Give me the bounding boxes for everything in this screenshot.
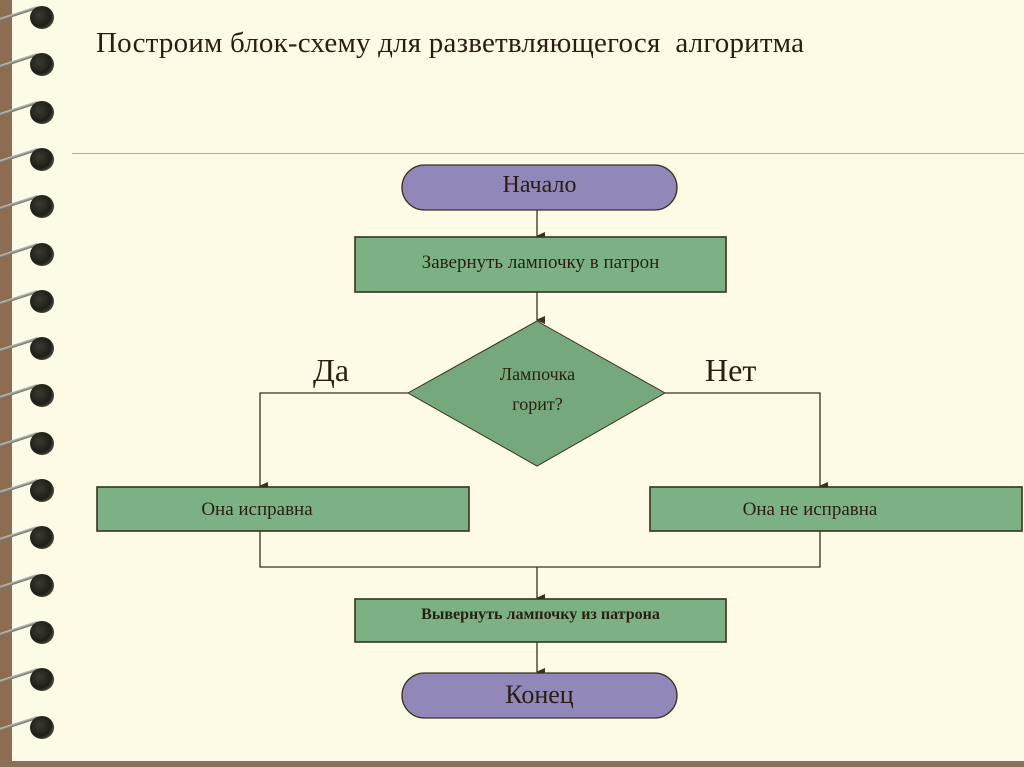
ring-hole bbox=[30, 668, 54, 692]
title-divider bbox=[72, 153, 1024, 154]
ring-hole bbox=[30, 242, 54, 266]
ring-hole bbox=[30, 431, 54, 455]
step1-process-shape bbox=[354, 236, 727, 293]
yes-branch-label: Она исправна bbox=[201, 499, 313, 520]
ring-hole bbox=[30, 573, 54, 597]
ring-hole bbox=[30, 526, 54, 550]
spiral-ring bbox=[0, 526, 56, 550]
ring-hole bbox=[30, 479, 54, 502]
ring-hole bbox=[30, 337, 54, 361]
spiral-ring bbox=[0, 620, 56, 645]
arrow-no-branch bbox=[665, 392, 828, 490]
no-branch-process-shape bbox=[649, 486, 1023, 532]
start-terminal-shape bbox=[401, 164, 678, 211]
ring-hole bbox=[30, 195, 54, 219]
ring-hole bbox=[30, 53, 54, 77]
spiral-ring bbox=[0, 573, 56, 598]
spiral-ring bbox=[0, 5, 56, 30]
yes-label: Да bbox=[313, 352, 350, 388]
final-step-label: Вывернуть лампочку из патрона bbox=[421, 606, 660, 623]
ring-hole bbox=[30, 715, 54, 739]
spiral-ring bbox=[0, 336, 56, 361]
decision-shape bbox=[406, 320, 667, 467]
spiral-ring bbox=[0, 100, 56, 125]
no-branch-label: Она не исправна bbox=[742, 499, 878, 520]
decision-label-line1: Лампочка bbox=[499, 364, 576, 384]
spiral-ring bbox=[0, 147, 56, 172]
final-step-process-shape bbox=[354, 598, 727, 643]
spiral-ring bbox=[0, 667, 56, 692]
ring-hole bbox=[30, 147, 54, 171]
notebook-binding bbox=[0, 0, 12, 767]
ring-hole bbox=[30, 620, 54, 644]
spiral-ring bbox=[0, 289, 56, 314]
start-label: Начало bbox=[502, 172, 577, 198]
no-label: Нет bbox=[705, 352, 757, 388]
merge-line bbox=[259, 531, 821, 568]
end-label: Конец bbox=[505, 680, 574, 709]
spiral-ring bbox=[0, 384, 56, 408]
ring-hole bbox=[30, 100, 54, 124]
yes-branch-process-shape bbox=[96, 486, 470, 532]
arrow-yes-branch bbox=[259, 392, 408, 490]
ring-hole bbox=[30, 289, 54, 313]
decision-label-line2: горит? bbox=[512, 394, 563, 414]
ring-hole bbox=[30, 6, 54, 29]
spiral-ring bbox=[0, 478, 56, 503]
spiral-ring bbox=[0, 242, 56, 267]
slide-title: Построим блок-схему для разветвляющегося… bbox=[96, 27, 805, 59]
spiral-ring bbox=[0, 431, 56, 456]
page-bottom-edge bbox=[0, 761, 1024, 767]
end-terminal-shape bbox=[401, 672, 678, 719]
spiral-ring bbox=[0, 194, 56, 219]
step1-label: Завернуть лампочку в патрон bbox=[421, 252, 660, 273]
spiral-ring bbox=[0, 715, 56, 740]
ring-hole bbox=[30, 384, 54, 408]
spiral-ring bbox=[0, 53, 56, 77]
